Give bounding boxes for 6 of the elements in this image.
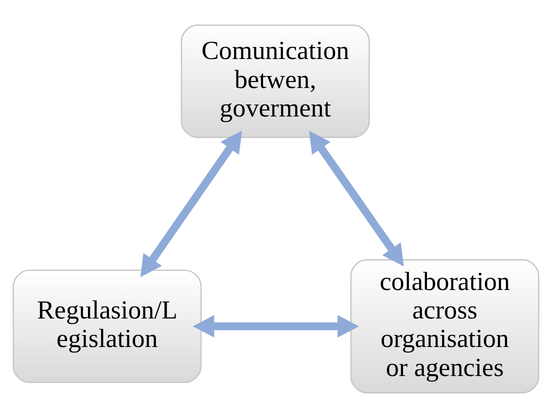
node-box: Regulasion/L egislation: [12, 270, 202, 384]
arrow: [140, 130, 242, 278]
arrow: [192, 315, 359, 338]
arrow: [308, 130, 404, 266]
node-box: colaboration across organisation or agencies: [350, 259, 540, 394]
node-box: Comunication betwen, goverment: [180, 24, 370, 138]
